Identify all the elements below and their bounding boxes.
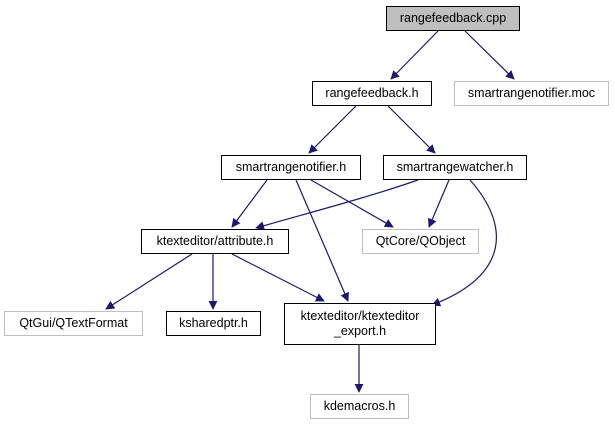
node-label: ksharedptr.h	[179, 316, 248, 330]
node-ktexteditor-export-h[interactable]: ktexteditor/ktexteditor _export.h	[284, 303, 436, 345]
node-smartrangenotifier-moc[interactable]: smartrangenotifier.moc	[454, 81, 609, 106]
node-label: ktexteditor/ktexteditor _export.h	[300, 309, 420, 338]
node-ksharedptr-h[interactable]: ksharedptr.h	[166, 311, 261, 336]
node-label: smartrangenotifier.moc	[467, 86, 596, 100]
node-label: kdemacros.h	[323, 399, 396, 413]
edge-attribute-h-to-export-h	[231, 253, 325, 302]
node-label: smartrangewatcher.h	[396, 160, 514, 174]
edge-rangefeedback-cpp-to-rangefeedback-h	[390, 30, 439, 80]
edge-attribute-h-to-qtextformat	[105, 253, 193, 310]
edge-smartrangenotifier-h-to-export-h	[295, 179, 349, 302]
node-smartrangenotifier-h[interactable]: smartrangenotifier.h	[221, 155, 361, 180]
node-label: ktexteditor/attribute.h	[156, 234, 274, 248]
node-rangefeedback-h[interactable]: rangefeedback.h	[312, 81, 432, 106]
node-label: QtGui/QTextFormat	[19, 316, 128, 330]
node-qobject[interactable]: QtCore/QObject	[362, 229, 479, 254]
node-qtextformat[interactable]: QtGui/QTextFormat	[4, 311, 143, 336]
node-label: QtCore/QObject	[375, 234, 466, 248]
edge-smartrangenotifier-h-to-attribute-h	[231, 179, 268, 228]
node-smartrangewatcher-h[interactable]: smartrangewatcher.h	[383, 155, 527, 180]
node-rangefeedback-cpp[interactable]: rangefeedback.cpp	[386, 6, 520, 31]
node-label: rangefeedback.cpp	[399, 11, 507, 25]
node-kdemacros-h[interactable]: kdemacros.h	[310, 394, 409, 419]
edge-rangefeedback-cpp-to-smartrangenotifier-moc	[464, 30, 515, 80]
edge-smartrangewatcher-h-to-export-h	[431, 179, 497, 307]
edge-smartrangenotifier-h-to-qobject	[310, 179, 394, 228]
edge-smartrangewatcher-h-to-qobject	[428, 179, 450, 228]
edge-smartrangewatcher-h-to-attribute-h	[255, 179, 419, 231]
node-attribute-h[interactable]: ktexteditor/attribute.h	[141, 229, 289, 254]
node-label: rangefeedback.h	[325, 86, 419, 100]
edge-rangefeedback-h-to-smartrangenotifier-h	[308, 105, 357, 154]
node-label: smartrangenotifier.h	[235, 160, 347, 174]
edge-rangefeedback-h-to-smartrangewatcher-h	[387, 105, 436, 154]
